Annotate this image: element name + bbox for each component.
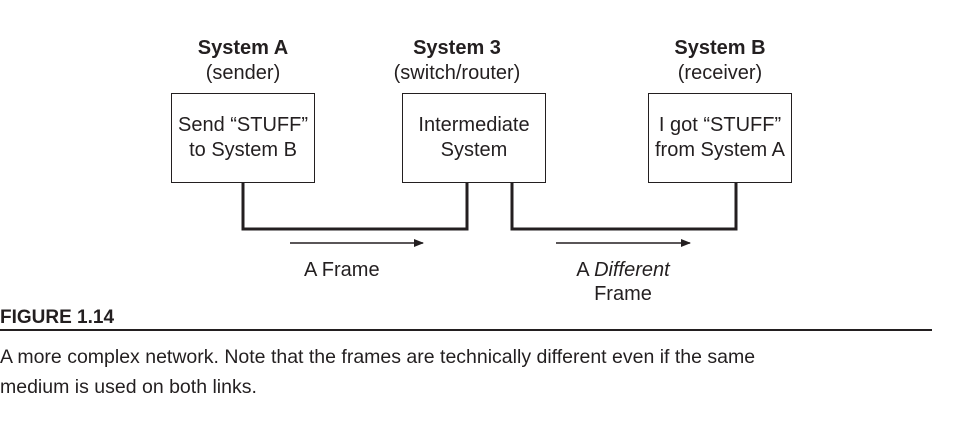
system-a-role: (sender) [205, 62, 281, 84]
system-b-box-line1: I got “STUFF” [658, 114, 782, 136]
frame-label-2-line2: Frame [594, 283, 652, 305]
system-3-title: System 3 [413, 37, 501, 59]
figure-caption: A more complex network. Note that the fr… [0, 342, 932, 402]
system-3-role: (switch/router) [393, 62, 521, 84]
system-a-title: System A [197, 37, 289, 59]
system-b-title: System B [674, 37, 766, 59]
system-b-box-line2: from System A [654, 139, 786, 161]
system-b-box: I got “STUFF” from System A [648, 93, 792, 183]
system-a-box-line2: to System B [189, 139, 297, 161]
caption-line-1: A more complex network. Note that the fr… [0, 346, 756, 368]
link-a-to-3 [241, 183, 469, 231]
caption-line-2: medium is used on both links. [0, 376, 257, 398]
frame-label-2-prefix: A [576, 259, 589, 281]
frame-label-2: A Different [563, 258, 683, 282]
system-b-role: (receiver) [677, 62, 763, 84]
system-3-box-line1: Intermediate [418, 114, 530, 136]
figure-label: FIGURE 1.14 [0, 307, 115, 328]
frame-label-1: A Frame [304, 259, 380, 281]
system-3-box-line2: System [440, 139, 508, 161]
system-a-box-line1: Send “STUFF” [177, 114, 309, 136]
system-3-box: Intermediate System [402, 93, 546, 183]
system-a-box: Send “STUFF” to System B [171, 93, 315, 183]
caption-divider [0, 329, 932, 331]
link-3-to-b [510, 183, 738, 231]
frame-label-2-emphasis: Different [594, 259, 670, 281]
